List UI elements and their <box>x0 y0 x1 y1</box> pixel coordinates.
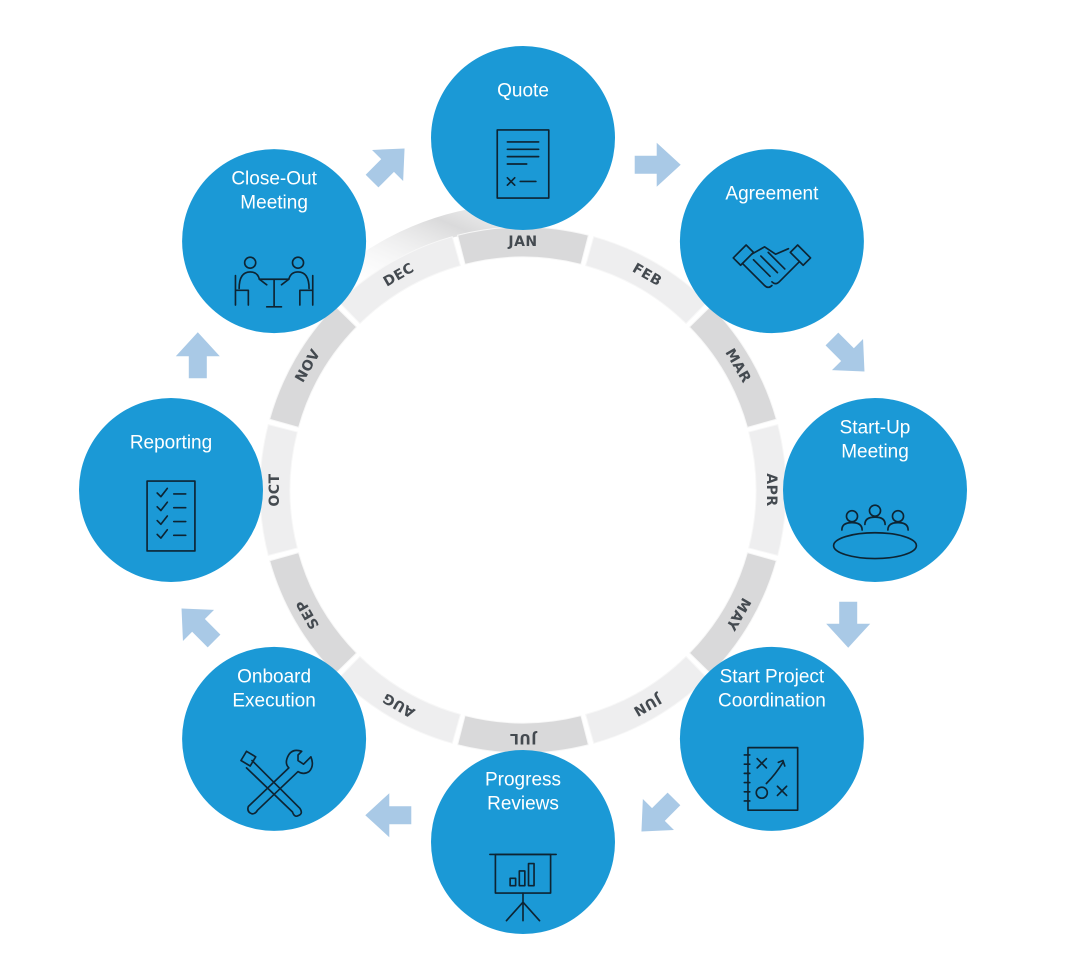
step-label: Reviews <box>487 794 559 815</box>
month-label-jan: JAN <box>507 234 537 250</box>
month-segment-feb <box>585 236 708 325</box>
step-label: Start Project <box>720 666 825 687</box>
month-segment-aug <box>338 655 461 744</box>
step-label: Meeting <box>240 193 308 214</box>
month-segment-sep <box>269 552 358 675</box>
step-circle <box>182 646 367 831</box>
two-people-table-icon <box>234 256 314 308</box>
document-icon <box>496 129 550 199</box>
step-label: Start-Up <box>840 418 911 439</box>
flow-arrow <box>365 793 412 838</box>
step-label: Quote <box>497 81 549 102</box>
flow-arrow <box>634 142 681 187</box>
step-label: Execution <box>232 690 315 711</box>
flow-arrow <box>825 332 865 372</box>
step-label: Coordination <box>718 690 826 711</box>
meeting-table-icon <box>832 504 918 560</box>
ring-trail <box>346 204 533 284</box>
flow-arrow <box>175 332 220 379</box>
month-segment-jan <box>456 226 590 265</box>
step-circle <box>431 750 615 934</box>
month-segment-dec <box>338 236 461 325</box>
flow-arrow <box>181 608 221 648</box>
step-circle <box>431 46 615 230</box>
step-circle <box>679 646 864 831</box>
step-quote: Quote <box>431 46 615 230</box>
step-label: Onboard <box>237 666 311 687</box>
step-label: Close-Out <box>231 169 317 190</box>
step-circle <box>783 398 967 582</box>
step-circle <box>79 398 263 582</box>
step-circle <box>182 149 367 334</box>
month-label-jul: JUL <box>510 730 538 746</box>
presentation-chart-icon <box>489 853 557 922</box>
flow-arrow <box>826 601 871 648</box>
flow-arrow <box>365 148 405 188</box>
flow-arrows <box>175 142 871 838</box>
step-label: Meeting <box>841 442 909 463</box>
handshake-icon <box>732 244 812 289</box>
month-label-apr: APR <box>763 473 779 506</box>
strategy-board-icon <box>743 746 799 812</box>
step-label: Reporting <box>130 433 212 454</box>
month-segment-jun <box>585 655 708 744</box>
step-agreement: Agreement <box>679 149 864 334</box>
step-reporting: Reporting <box>79 398 263 582</box>
month-label-oct: OCT <box>267 473 283 506</box>
month-segment-apr <box>748 423 787 557</box>
flow-arrow <box>641 792 681 832</box>
step-circle <box>679 149 864 334</box>
month-segment-may <box>688 552 777 675</box>
checklist-icon <box>146 480 196 552</box>
step-label: Agreement <box>725 184 819 205</box>
month-segment-mar <box>688 305 777 428</box>
month-segment-jul <box>456 715 590 754</box>
month-segment-oct <box>259 423 298 557</box>
month-segment-nov <box>269 305 358 428</box>
step-label: Progress <box>485 770 561 791</box>
tools-icon <box>240 749 314 817</box>
